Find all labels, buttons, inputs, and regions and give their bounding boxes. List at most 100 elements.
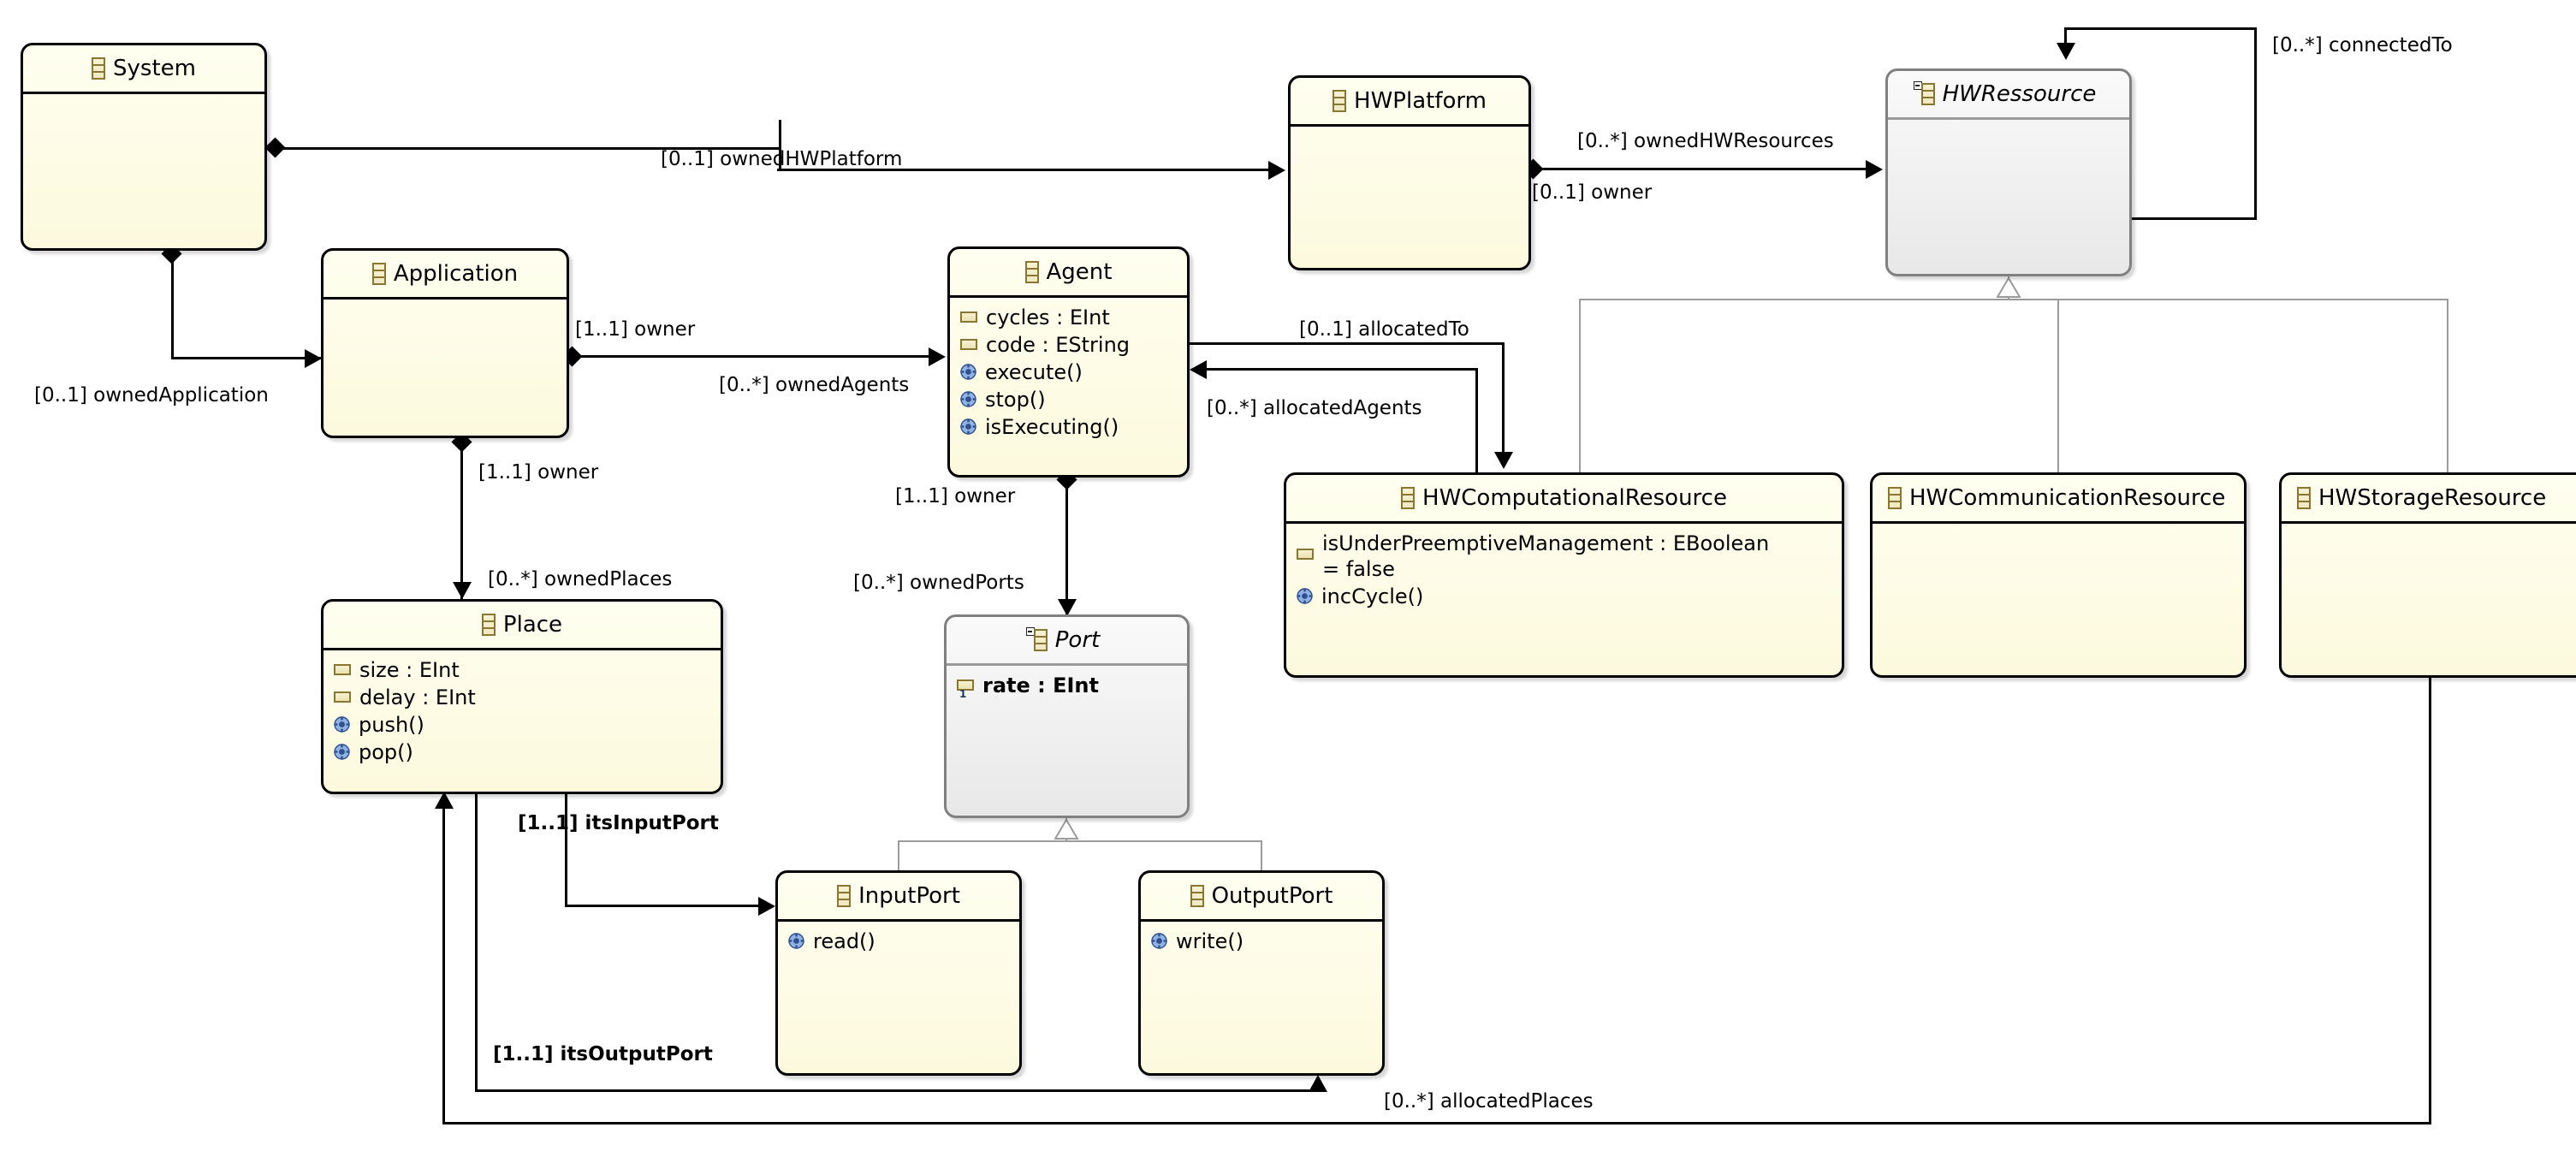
class-box-hwcomputationalresource[interactable]: HWComputationalResource isUnderPreemptiv… — [1284, 472, 1844, 678]
attribute-row: rate : EInt — [947, 673, 1187, 700]
edge-connectedto-top — [2064, 27, 2257, 30]
arrowhead-ownedhwplatform — [1268, 161, 1285, 180]
operation-row: pop() — [323, 739, 721, 767]
edge-place-outputport-v — [475, 794, 478, 1092]
operation-icon — [1151, 933, 1167, 949]
operation-row: isExecuting() — [950, 414, 1187, 442]
arrowhead-ownedagents — [929, 347, 946, 366]
edge-label-allocatedagents: [0..*] allocatedAgents — [1207, 397, 1422, 419]
class-box-agent[interactable]: Agent cycles : EInt code : EString execu… — [947, 246, 1190, 478]
class-box-outputport[interactable]: OutputPort write() — [1138, 870, 1385, 1076]
class-body-hwstorageresource — [2282, 524, 2576, 531]
edge-gen-hwressource-bus — [1579, 299, 2448, 300]
edge-gen-port-bus — [898, 840, 1261, 842]
edge-label-itsoutputport: [1..1] itsOutputPort — [493, 1043, 713, 1065]
arrowhead-itsoutputport — [1309, 1075, 1327, 1092]
edge-allocatedplaces-h — [442, 1122, 2431, 1124]
arrowhead-allocatedplaces — [435, 792, 454, 809]
arrowhead-itsinputport — [758, 897, 775, 916]
class-box-application[interactable]: Application — [321, 248, 569, 438]
operation-icon — [1297, 588, 1313, 604]
edge-allocatedto-h — [1188, 342, 1505, 345]
edge-gen-hwcomm-drop — [2057, 299, 2059, 473]
edge-label-allocatedto: [0..1] allocatedTo — [1299, 318, 1469, 341]
class-body-inputport: read() — [778, 922, 1019, 956]
class-name-agent: Agent — [1046, 259, 1113, 285]
class-box-place[interactable]: Place size : EInt delay : EInt push() po… — [321, 599, 723, 794]
edge-label-application-owner: [1..1] owner — [575, 318, 696, 341]
operation-row: stop() — [950, 387, 1187, 414]
edge-label-connectedto: [0..*] connectedTo — [2272, 34, 2453, 56]
edge-label-ownedhwplatform: [0..1] ownedHWPlatform — [661, 148, 903, 170]
class-box-system[interactable]: System — [21, 43, 267, 251]
edge-place-inputport-v — [565, 794, 567, 907]
edge-application-place — [460, 438, 463, 599]
attribute-icon — [957, 679, 974, 698]
class-icon — [481, 614, 503, 636]
edge-place-outputport-h — [475, 1089, 1318, 1092]
class-header-agent: Agent — [950, 249, 1187, 298]
attribute-row: isUnderPreemptiveManagement : EBoolean =… — [1286, 531, 1842, 584]
edge-system-hwplatform-seg3 — [777, 169, 1272, 171]
class-name-application: Application — [393, 261, 519, 287]
class-box-hwstorageresource[interactable]: HWStorageResource — [2279, 472, 2576, 678]
attribute-row: size : EInt — [323, 657, 721, 685]
edge-label-itsinputport: [1..1] itsInputPort — [518, 812, 719, 834]
edge-gen-inputport-drop — [898, 840, 899, 871]
arrowhead-ownedports — [1058, 599, 1077, 616]
edge-label-ownedapplication: [0..1] ownedApplication — [34, 384, 269, 406]
edge-allocatedto-v — [1502, 342, 1505, 458]
attribute-icon — [960, 339, 977, 350]
class-body-system — [23, 94, 264, 101]
class-header-hwcommunicationresource: HWCommunicationResource — [1873, 475, 2244, 524]
arrowhead-ownedhwresources — [1866, 160, 1883, 179]
class-header-outputport: OutputPort — [1141, 873, 1382, 922]
class-header-hwcomputationalresource: HWComputationalResource — [1286, 475, 1842, 524]
edge-application-agent — [569, 355, 937, 358]
edge-allocatedagents-v — [1475, 370, 1478, 474]
edge-place-inputport-h — [565, 905, 766, 907]
class-abstract-icon — [1025, 627, 1055, 651]
edge-connectedto-left — [2064, 27, 2067, 48]
class-name-hwcomputationalresource: HWComputationalResource — [1422, 485, 1727, 511]
class-icon — [92, 57, 113, 80]
arrowhead-allocatedto — [1494, 452, 1513, 469]
operation-row: write() — [1141, 929, 1382, 956]
class-name-port: Port — [1054, 627, 1101, 653]
edge-system-application-seg1 — [171, 251, 174, 359]
class-box-hwcommunicationresource[interactable]: HWCommunicationResource — [1870, 472, 2247, 678]
edge-label-ownedplaces: [0..*] ownedPlaces — [488, 568, 673, 590]
class-header-place: Place — [323, 602, 721, 650]
class-icon — [1190, 885, 1212, 907]
operation-row: execute() — [950, 359, 1187, 387]
class-body-application — [323, 300, 567, 306]
class-body-hwressource — [1888, 120, 2129, 127]
class-header-hwstorageresource: HWStorageResource — [2282, 475, 2576, 524]
class-icon — [1024, 261, 1047, 283]
edge-connectedto-bottom — [2131, 217, 2257, 220]
operation-row: push() — [323, 712, 721, 739]
attribute-icon — [334, 664, 351, 675]
class-box-hwressource[interactable]: HWRessource — [1885, 68, 2132, 276]
edge-label-ownedports: [0..*] ownedPorts — [853, 572, 1024, 594]
generalization-triangle-port — [1054, 819, 1078, 840]
operation-icon — [960, 418, 976, 435]
edge-agent-port — [1065, 476, 1068, 618]
class-header-hwplatform: HWPlatform — [1291, 78, 1528, 127]
attribute-icon — [960, 312, 977, 323]
class-box-inputport[interactable]: InputPort read() — [775, 870, 1022, 1076]
class-body-outputport: write() — [1141, 922, 1382, 956]
class-header-hwressource: HWRessource — [1888, 71, 2129, 120]
operation-row: incCycle() — [1286, 584, 1842, 611]
operation-row: read() — [778, 929, 1019, 956]
class-box-port[interactable]: Port rate : EInt — [944, 614, 1190, 818]
attribute-row: code : EString — [950, 332, 1187, 359]
edge-hwplatform-hwressource — [1531, 168, 1873, 170]
generalization-triangle-hwressource — [1997, 277, 2021, 298]
class-name-inputport: InputPort — [858, 883, 960, 909]
class-icon — [371, 263, 394, 285]
edge-gen-hwstorage-drop — [2447, 299, 2448, 473]
class-box-hwplatform[interactable]: HWPlatform — [1288, 75, 1531, 270]
class-body-agent: cycles : EInt code : EString execute() s… — [950, 298, 1187, 442]
edge-gen-hwcomp-drop — [1579, 299, 1581, 473]
